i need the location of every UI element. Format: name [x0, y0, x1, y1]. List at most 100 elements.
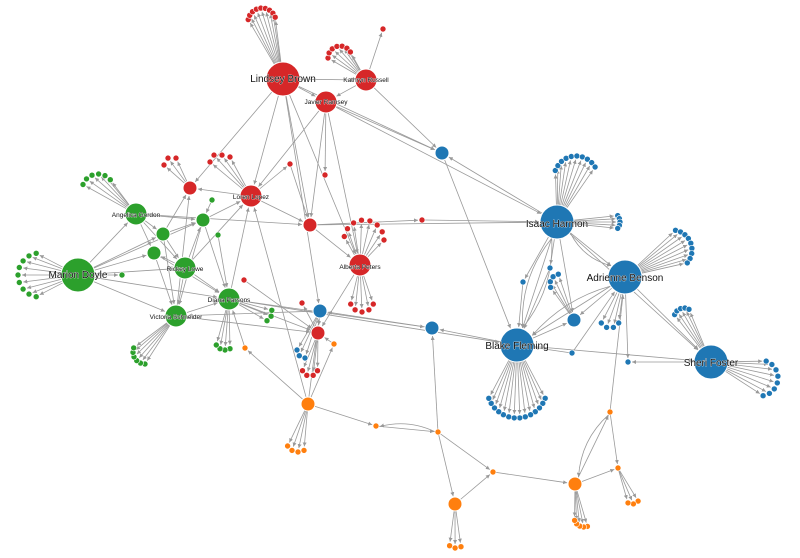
node-green[interactable] — [195, 212, 211, 228]
node-green[interactable] — [60, 257, 96, 293]
node-blue[interactable] — [558, 158, 565, 165]
node-blue[interactable] — [762, 357, 770, 365]
node-blue[interactable] — [568, 349, 576, 357]
node-blue[interactable] — [614, 225, 622, 232]
node-green[interactable] — [19, 285, 27, 293]
node-red[interactable] — [321, 171, 329, 179]
node-orange[interactable] — [630, 500, 637, 508]
node-green[interactable] — [15, 279, 23, 286]
node-blue[interactable] — [588, 159, 596, 166]
node-blue[interactable] — [499, 327, 535, 363]
node-blue[interactable] — [521, 413, 529, 421]
node-red[interactable] — [358, 308, 366, 316]
node-blue[interactable] — [685, 305, 693, 313]
node-red[interactable] — [350, 219, 357, 227]
node-blue[interactable] — [683, 259, 691, 267]
node-orange[interactable] — [300, 447, 308, 454]
node-orange[interactable] — [241, 344, 249, 352]
node-red[interactable] — [271, 13, 279, 21]
node-red[interactable] — [265, 61, 301, 97]
node-red[interactable] — [378, 228, 386, 236]
node-red[interactable] — [226, 153, 234, 161]
node-red[interactable] — [347, 48, 354, 56]
node-blue[interactable] — [546, 278, 554, 286]
node-blue[interactable] — [539, 204, 575, 240]
node-red[interactable] — [182, 180, 198, 196]
node-blue[interactable] — [624, 358, 632, 366]
node-red[interactable] — [351, 306, 359, 314]
node-blue[interactable] — [603, 324, 610, 331]
node-green[interactable] — [267, 312, 275, 320]
node-green[interactable] — [155, 226, 171, 242]
node-blue[interactable] — [301, 354, 309, 362]
node-blue[interactable] — [312, 303, 328, 319]
node-red[interactable] — [218, 151, 226, 159]
node-red[interactable] — [164, 154, 172, 162]
node-red[interactable] — [239, 184, 263, 208]
node-blue[interactable] — [584, 155, 591, 163]
node-red[interactable] — [369, 300, 377, 308]
node-blue[interactable] — [531, 408, 539, 416]
node-green[interactable] — [263, 317, 271, 325]
node-red[interactable] — [286, 160, 294, 168]
node-blue[interactable] — [768, 361, 776, 368]
node-green[interactable] — [217, 287, 241, 311]
node-orange[interactable] — [294, 448, 302, 456]
node-red[interactable] — [303, 371, 311, 379]
node-red[interactable] — [210, 151, 218, 159]
node-blue[interactable] — [554, 270, 562, 278]
node-green[interactable] — [124, 202, 148, 226]
node-red[interactable] — [340, 233, 348, 240]
node-red[interactable] — [347, 300, 355, 308]
node-blue[interactable] — [615, 319, 623, 327]
node-blue[interactable] — [539, 399, 547, 407]
node-orange[interactable] — [606, 408, 614, 416]
node-red[interactable] — [240, 276, 248, 284]
node-blue[interactable] — [549, 273, 557, 281]
node-red[interactable] — [373, 221, 381, 229]
node-blue[interactable] — [591, 163, 599, 171]
node-red[interactable] — [380, 236, 388, 244]
node-red[interactable] — [366, 217, 374, 225]
node-green[interactable] — [32, 293, 40, 301]
node-orange[interactable] — [457, 543, 465, 551]
node-blue[interactable] — [573, 152, 581, 160]
node-blue[interactable] — [597, 319, 605, 327]
node-orange[interactable] — [624, 499, 632, 507]
node-green[interactable] — [83, 175, 90, 183]
node-green[interactable] — [173, 256, 197, 280]
node-orange[interactable] — [447, 496, 463, 512]
node-orange[interactable] — [284, 442, 291, 450]
node-green[interactable] — [15, 264, 23, 271]
node-blue[interactable] — [610, 324, 617, 331]
node-green[interactable] — [146, 245, 162, 261]
node-red[interactable] — [354, 68, 378, 92]
node-red[interactable] — [358, 216, 365, 224]
node-blue[interactable] — [607, 259, 643, 295]
node-red[interactable] — [160, 161, 168, 169]
node-green[interactable] — [95, 170, 102, 178]
node-green[interactable] — [164, 304, 188, 328]
node-red[interactable] — [344, 225, 351, 232]
node-orange[interactable] — [372, 422, 380, 430]
node-blue[interactable] — [773, 379, 781, 387]
node-blue[interactable] — [567, 153, 575, 160]
node-red[interactable] — [172, 154, 180, 162]
node-orange[interactable] — [434, 428, 442, 436]
node-blue[interactable] — [770, 385, 778, 393]
node-blue[interactable] — [491, 404, 498, 412]
node-green[interactable] — [14, 271, 22, 279]
node-green[interactable] — [130, 344, 137, 352]
node-blue[interactable] — [519, 278, 527, 286]
node-blue[interactable] — [774, 372, 782, 380]
node-red[interactable] — [379, 25, 387, 33]
node-red[interactable] — [206, 158, 214, 166]
node-blue[interactable] — [566, 312, 582, 328]
node-blue[interactable] — [772, 366, 780, 374]
node-blue[interactable] — [485, 394, 493, 402]
node-blue[interactable] — [434, 145, 450, 161]
node-blue[interactable] — [500, 411, 507, 419]
node-red[interactable] — [309, 371, 317, 379]
node-orange[interactable] — [489, 468, 497, 476]
node-green[interactable] — [79, 181, 87, 188]
